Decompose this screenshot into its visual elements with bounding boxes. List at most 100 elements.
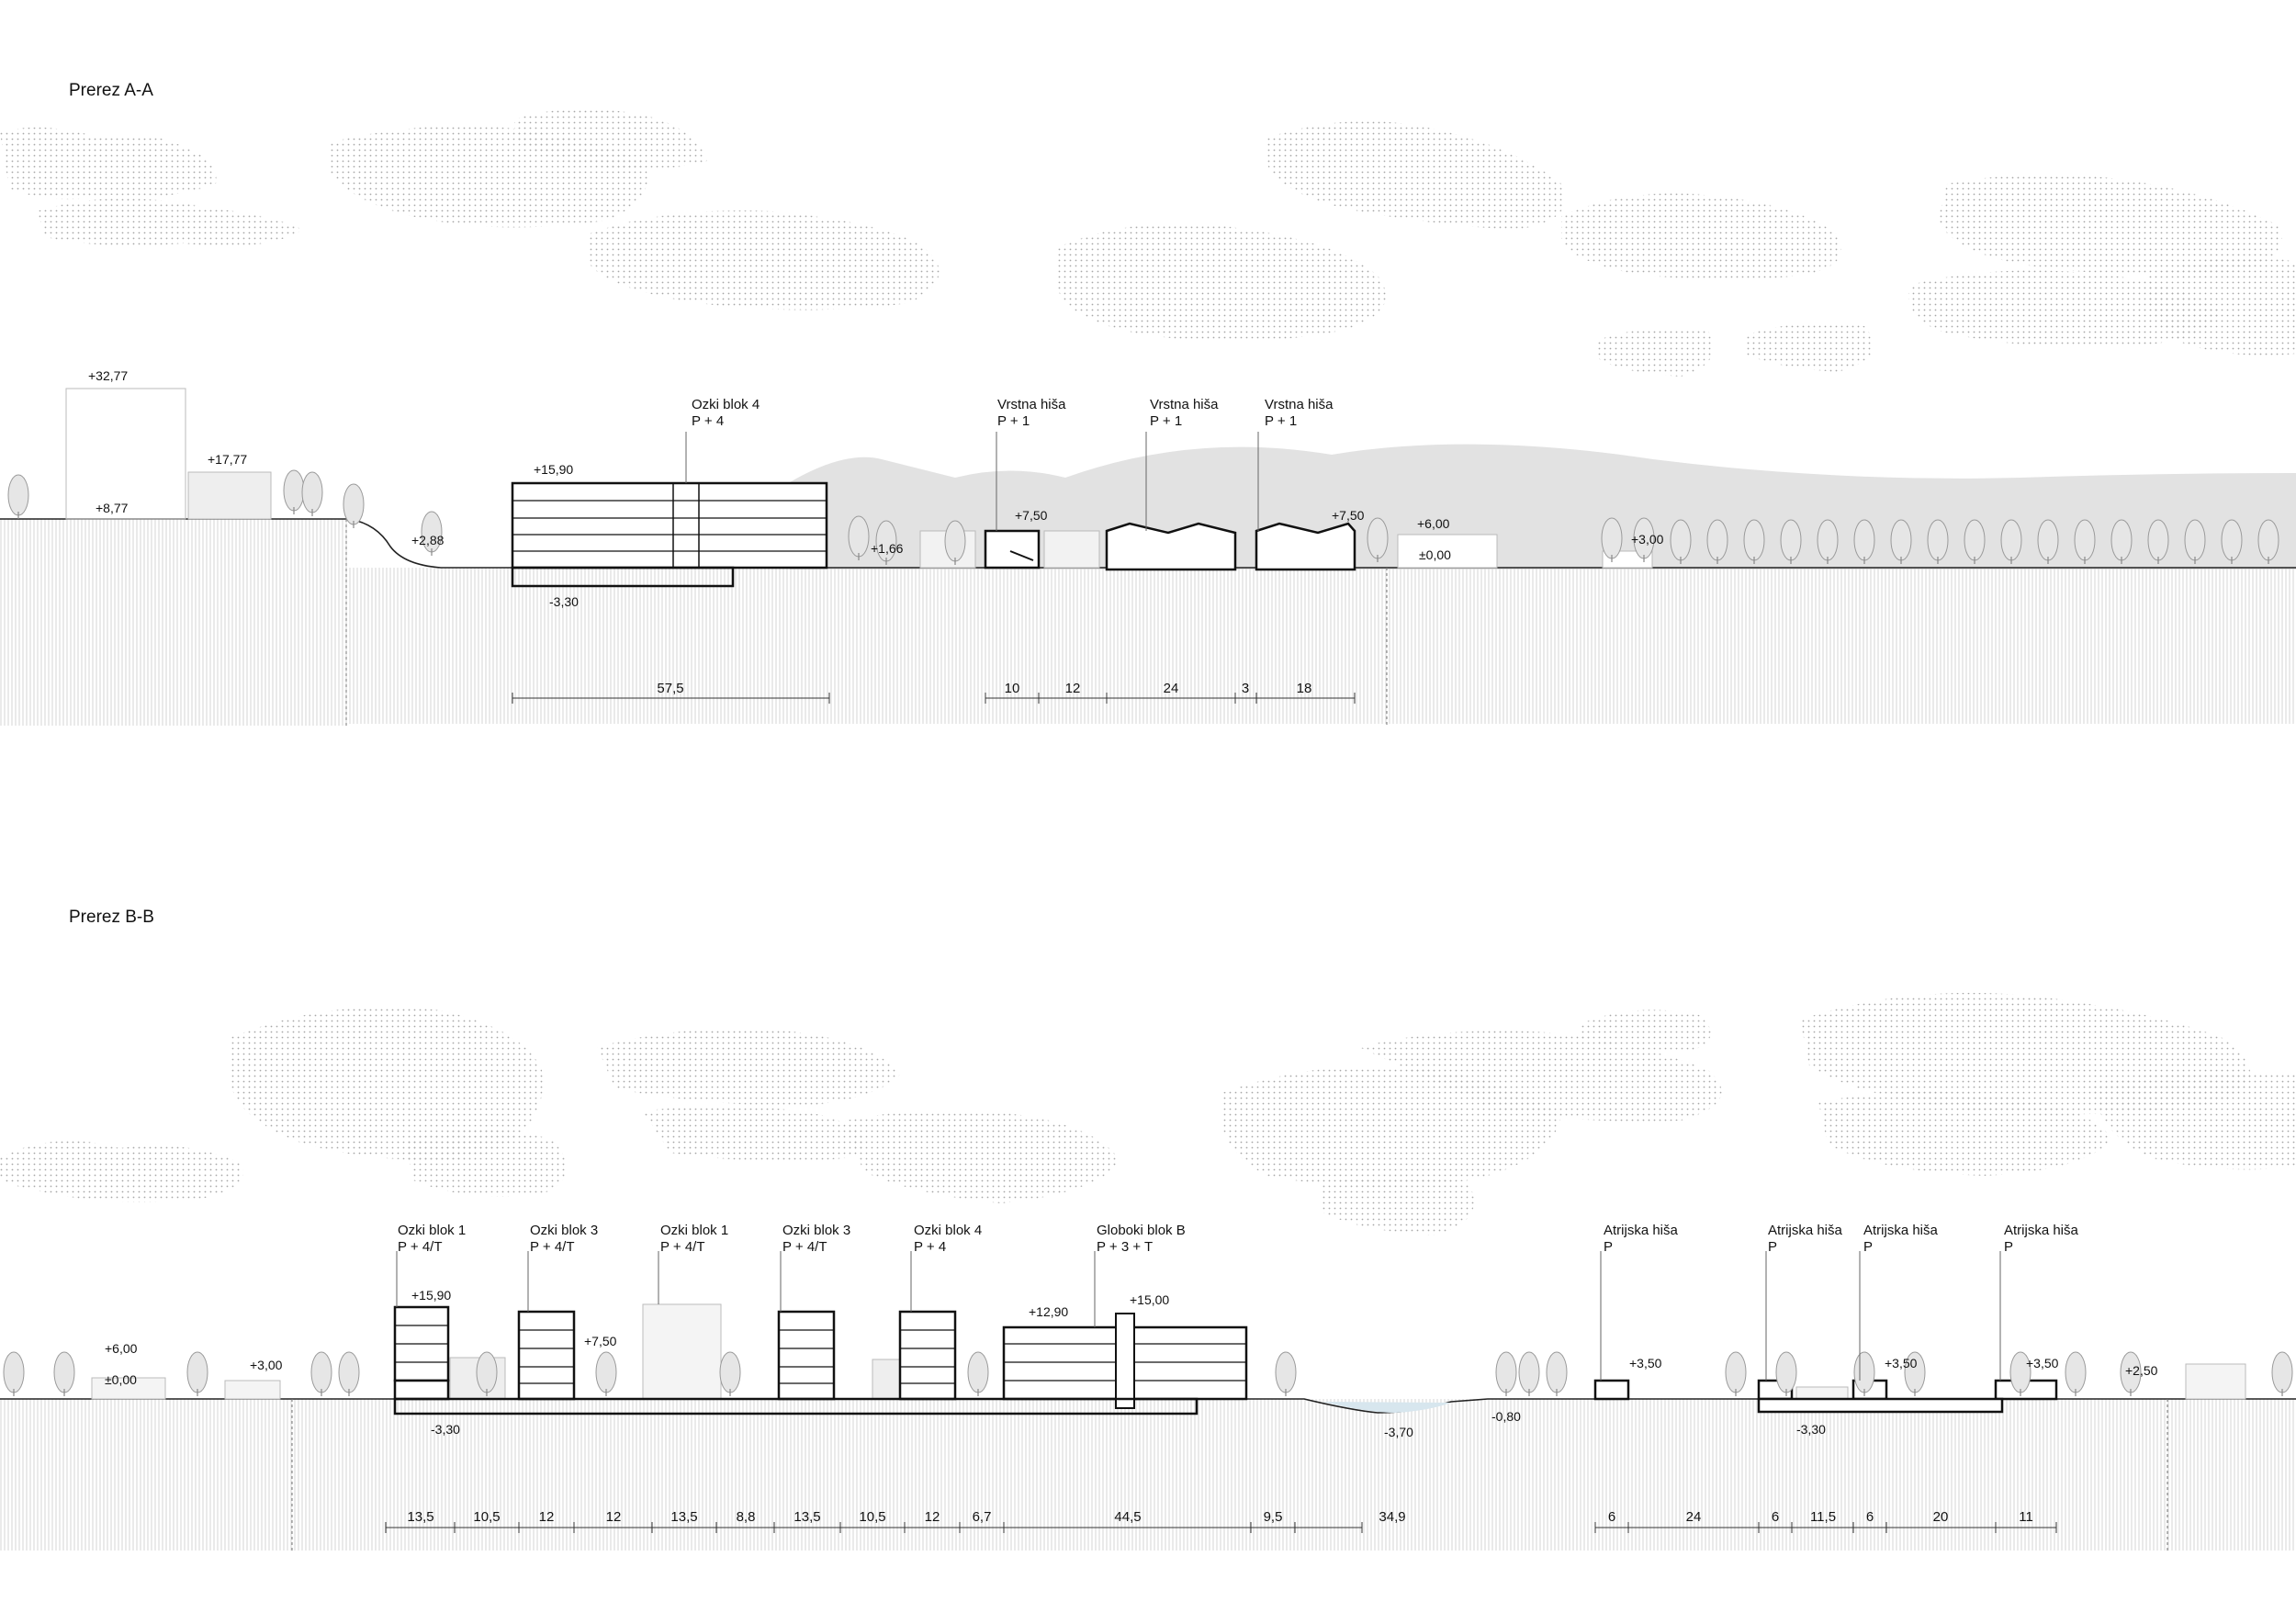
section-b-block-ozki-3 (517, 1310, 576, 1401)
building-name: Atrijska hiša (1768, 1223, 1842, 1238)
elevation-mark: +1,66 (871, 541, 904, 556)
section-a-title: Prerez A-A (69, 81, 153, 100)
elevation-mark: -3,30 (1796, 1422, 1826, 1437)
building-name: Vrstna hiša (997, 397, 1066, 412)
section-b-block-ozki-3b (777, 1310, 836, 1401)
building-name: Ozki blok 4 (914, 1223, 983, 1238)
building-floors: P + 4 (692, 413, 725, 429)
elevation-mark: +2,50 (2125, 1363, 2158, 1378)
building-floors: P (1768, 1239, 1778, 1255)
section-b-label-9: Atrijska hiša P (1863, 1223, 1938, 1256)
elevation-mark: +7,50 (1015, 508, 1048, 523)
elevation-mark: +3,50 (2026, 1356, 2059, 1370)
dimension-value: 34,9 (1379, 1509, 1406, 1525)
dimension-value: 13,5 (407, 1509, 434, 1525)
elevation-mark: +15,90 (534, 462, 574, 477)
section-a-label-2: Vrstna hiša P + 1 (997, 397, 1065, 430)
building-name: Ozki blok 3 (530, 1223, 599, 1238)
section-a-label-1: Ozki blok 4 P + 4 (692, 397, 760, 430)
section-b-title: Prerez B-B (69, 908, 154, 927)
dimension-value: 24 (1685, 1509, 1702, 1525)
elevation-mark: ±0,00 (105, 1372, 137, 1387)
building-name: Vrstna hiša (1265, 397, 1334, 412)
building-name: Ozki blok 1 (398, 1223, 467, 1238)
building-floors: P (2004, 1239, 2014, 1255)
elevation-mark: +3,50 (1885, 1356, 1918, 1370)
section-b-dimension-line (385, 1522, 2057, 1533)
elevation-mark: ±0,00 (1419, 547, 1451, 562)
section-b-label-4: Ozki blok 3 P + 4/T (782, 1223, 850, 1256)
section-a-label-3: Vrstna hiša P + 1 (1150, 397, 1218, 430)
section-b-clouds (0, 992, 2296, 1235)
building-floors: P + 1 (1265, 413, 1298, 429)
section-b-label-3: Ozki blok 1 P + 4/T (660, 1223, 728, 1256)
dimension-value: 10 (1004, 681, 1020, 696)
section-b-block-ozki-4 (898, 1310, 957, 1401)
section-b-label-10: Atrijska hiša P (2004, 1223, 2078, 1256)
dimension-value: 13,5 (670, 1509, 698, 1525)
dimension-value: 57,5 (657, 681, 684, 696)
section-b-label-5: Ozki blok 4 P + 4 (914, 1223, 982, 1256)
section-b-block-ozki-1 (393, 1305, 450, 1401)
dimension-value: 11 (2019, 1509, 2033, 1525)
elevation-mark: +7,50 (584, 1334, 617, 1348)
dimension-value: 12 (1064, 681, 1081, 696)
elevation-mark: -3,70 (1384, 1425, 1413, 1439)
section-a-clouds (0, 108, 2296, 377)
dimension-value: 6,7 (972, 1509, 992, 1525)
building-floors: P (1863, 1239, 1874, 1255)
dimension-value: 13,5 (793, 1509, 821, 1525)
building-floors: P + 4/T (398, 1239, 443, 1255)
building-floors: P + 4 (914, 1239, 947, 1255)
section-b-label-6: Globoki blok B P + 3 + T (1097, 1223, 1186, 1256)
section-b-label-8: Atrijska hiša P (1768, 1223, 1842, 1256)
section-b-ground (0, 1399, 2296, 1551)
elevation-mark: +15,00 (1130, 1292, 1170, 1307)
section-b-label-2: Ozki blok 3 P + 4/T (530, 1223, 598, 1256)
elevation-mark: +3,00 (250, 1358, 283, 1372)
building-floors: P + 1 (1150, 413, 1183, 429)
elevation-mark: +3,00 (1631, 532, 1664, 547)
building-name: Atrijska hiša (1604, 1223, 1678, 1238)
section-a-dimension-line (512, 693, 1356, 704)
dimension-value: 12 (605, 1509, 622, 1525)
elevation-mark: +12,90 (1029, 1304, 1069, 1319)
elevation-mark: +32,77 (88, 368, 129, 383)
building-floors: P + 4/T (782, 1239, 827, 1255)
section-b-label-1: Ozki blok 1 P + 4/T (398, 1223, 466, 1256)
building-floors: P + 4/T (660, 1239, 705, 1255)
section-b-label-7: Atrijska hiša P (1604, 1223, 1678, 1256)
building-name: Ozki blok 3 (782, 1223, 851, 1238)
elevation-mark: +6,00 (1417, 516, 1450, 531)
dimension-value: 44,5 (1114, 1509, 1142, 1525)
elevation-mark: +6,00 (105, 1341, 138, 1356)
dimension-value: 10,5 (859, 1509, 886, 1525)
building-name: Atrijska hiša (2004, 1223, 2078, 1238)
dimension-value: 10,5 (473, 1509, 501, 1525)
building-name: Globoki blok B (1097, 1223, 1186, 1238)
building-floors: P + 1 (997, 413, 1030, 429)
dimension-value: 9,5 (1263, 1509, 1283, 1525)
elevation-mark: +7,50 (1332, 508, 1365, 523)
elevation-mark: -0,80 (1491, 1409, 1521, 1424)
dimension-value: 24 (1163, 681, 1179, 696)
section-a-row-houses (984, 522, 1356, 571)
building-name: Vrstna hiša (1150, 397, 1219, 412)
dimension-value: 11,5 (1809, 1509, 1837, 1525)
dimension-value: 12 (538, 1509, 555, 1525)
dimension-value: 12 (924, 1509, 940, 1525)
dimension-value: 6 (1771, 1509, 1780, 1525)
elevation-mark: -3,30 (431, 1422, 460, 1437)
building-name: Atrijska hiša (1863, 1223, 1938, 1238)
dimension-value: 3 (1241, 681, 1250, 696)
building-floors: P (1604, 1239, 1614, 1255)
section-b-block-globoki-b (1002, 1313, 1248, 1409)
section-b-atrium-houses (1593, 1379, 2058, 1414)
elevation-mark: +2,88 (411, 533, 445, 547)
elevation-mark: +15,90 (411, 1288, 452, 1303)
elevation-mark: +3,50 (1629, 1356, 1662, 1370)
dimension-value: 8,8 (736, 1509, 756, 1525)
dimension-value: 18 (1296, 681, 1312, 696)
building-name: Ozki blok 4 (692, 397, 760, 412)
